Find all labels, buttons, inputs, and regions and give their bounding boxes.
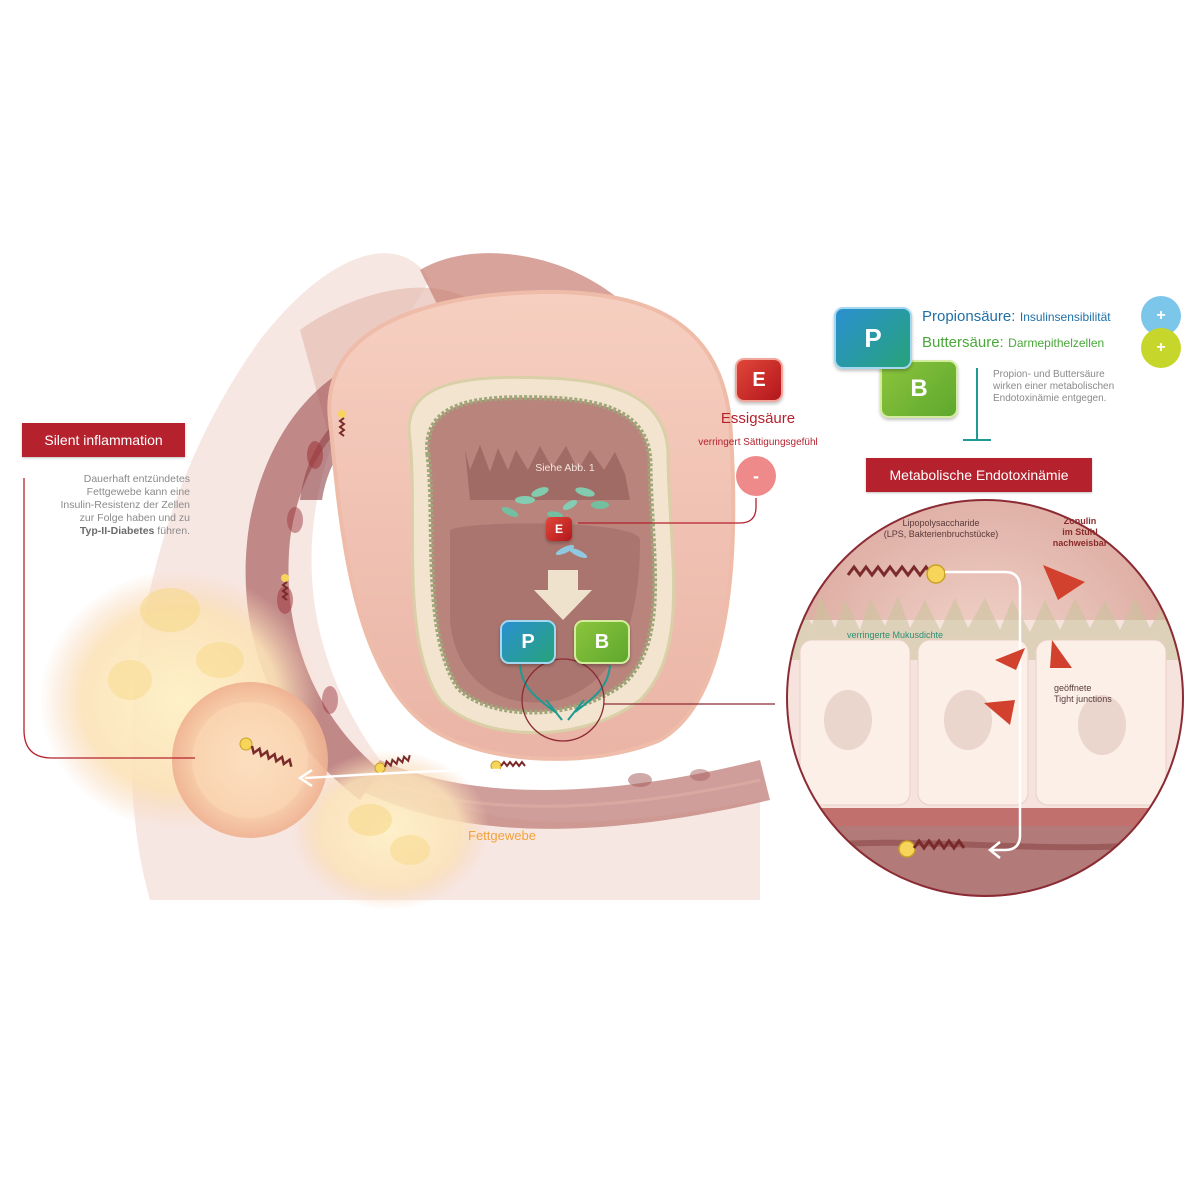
lps-label-line2: (LPS, Bakterienbruchstücke) bbox=[883, 529, 999, 539]
gut-tile-p: P bbox=[500, 620, 556, 664]
plus-badge-butyric: + bbox=[1141, 328, 1181, 368]
lps-flow-arrow bbox=[304, 768, 501, 780]
tight-junctions-line2: Tight junctions bbox=[1054, 694, 1112, 704]
acetic-tile-e: E bbox=[735, 358, 783, 402]
silent-inflammation-text: Dauerhaft entzündetes Fettgewebe kann ei… bbox=[40, 473, 190, 538]
legend-tile-b: B bbox=[880, 360, 958, 418]
zonulin-triangle bbox=[1050, 640, 1072, 668]
propionic-effect: Insulinsensibilität bbox=[1019, 310, 1111, 324]
lps-label-line1: Lipopolysaccharide bbox=[902, 518, 980, 528]
pb-note-line3: Endotoxinämie entgegen. bbox=[993, 393, 1107, 404]
silent-inflammation-end: führen. bbox=[154, 525, 190, 537]
inhibition-line bbox=[963, 368, 991, 441]
legend-tile-p: P bbox=[834, 307, 912, 369]
gut-tile-e: E bbox=[546, 517, 572, 541]
silent-inflammation-bold: Typ-II-Diabetes bbox=[79, 525, 155, 537]
acetic-effect: verringert Sättigungsgefühl bbox=[698, 437, 818, 448]
silent-inflammation-line2: Fettgewebe kann eine bbox=[86, 486, 190, 498]
zoom-circle-intestine bbox=[786, 499, 1184, 897]
inflammation-connector-line bbox=[23, 478, 195, 759]
lps-label: Lipopolysaccharide (LPS, Bakterienbruchs… bbox=[866, 518, 1016, 540]
endotoxemia-title: Metabolische Endotoxinämie bbox=[889, 467, 1069, 483]
lps-molecule-vessel bbox=[281, 410, 346, 601]
silent-inflammation-line1: Dauerhaft entzündetes bbox=[83, 473, 190, 485]
pb-note-line2: wirken einer metabolischen bbox=[993, 381, 1115, 392]
zonulin-label-line3: nachweisbar bbox=[1052, 538, 1108, 548]
propionic-name: Propionsäure: bbox=[922, 308, 1016, 325]
silent-inflammation-line4: zur Folge haben und zu bbox=[79, 512, 190, 524]
tight-junctions-label: geöffnete Tight junctions bbox=[1054, 683, 1112, 705]
silent-inflammation-line3: Insulin-Resistenz der Zellen bbox=[60, 499, 190, 511]
lps-molecule-right bbox=[490, 760, 526, 772]
zonulin-label: Zonulin im Stuhl nachweisbar bbox=[1040, 516, 1120, 549]
gut-tile-b: B bbox=[574, 620, 630, 664]
zonulin-triangle bbox=[1043, 565, 1085, 600]
inflammation-spot bbox=[172, 682, 328, 838]
zonulin-triangle bbox=[995, 648, 1025, 670]
mucus-label: verringerte Mukusdichte bbox=[846, 630, 944, 640]
acetic-name: Essigsäure bbox=[720, 410, 796, 427]
acetic-connector-line bbox=[578, 498, 757, 524]
see-figure-label: Siehe Abb. 1 bbox=[535, 462, 595, 474]
tight-junctions-line1: geöffnete bbox=[1054, 683, 1092, 693]
zonulin-triangle bbox=[984, 700, 1015, 725]
propionic-line: Propionsäure: Insulinsensibilität bbox=[922, 308, 1111, 326]
lps-molecule-left bbox=[239, 737, 293, 767]
silent-inflammation-title: Silent inflammation bbox=[44, 432, 163, 448]
fat-tissue-label: Fettgewebe bbox=[468, 828, 536, 843]
butyric-name: Buttersäure: bbox=[922, 334, 1004, 351]
zonulin-label-line1: Zonulin bbox=[1063, 516, 1097, 526]
pb-note-line1: Propion- und Buttersäure bbox=[993, 369, 1105, 380]
butyric-effect: Darmepithelzellen bbox=[1008, 336, 1105, 350]
butyric-line: Buttersäure: Darmepithelzellen bbox=[922, 334, 1104, 352]
endotoxemia-banner: Metabolische Endotoxinämie bbox=[866, 458, 1092, 492]
silent-inflammation-banner: Silent inflammation bbox=[22, 423, 185, 457]
pb-note: Propion- und Buttersäure wirken einer me… bbox=[993, 369, 1153, 405]
minus-badge: - bbox=[736, 456, 776, 496]
zonulin-label-line2: im Stuhl bbox=[1062, 527, 1098, 537]
